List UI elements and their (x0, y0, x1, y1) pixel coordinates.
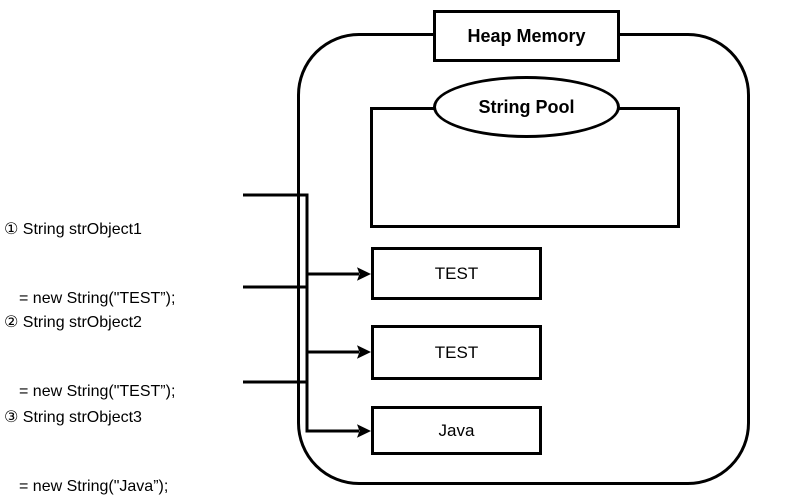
string-pool-label: String Pool (433, 76, 620, 138)
code-label-1: ① String strObject1 = new String("TEST”)… (4, 172, 175, 356)
heap-memory-title: Heap Memory (433, 10, 620, 62)
code-label-3-line2: = new String("Java”); (19, 478, 169, 495)
code-label-3: ③ String strObject3 = new String("Java”)… (4, 360, 168, 500)
code-label-1-line2: = new String("TEST”); (19, 290, 176, 307)
string-object-box-1: TEST (371, 247, 542, 300)
code-label-2-line1: ② String strObject2 (4, 314, 142, 331)
code-label-2-line2: = new String("TEST”); (19, 383, 176, 400)
code-label-2: ② String strObject2 = new String("TEST”)… (4, 265, 175, 449)
code-label-3-line1: ③ String strObject3 (4, 409, 142, 426)
string-object-box-2: TEST (371, 325, 542, 380)
code-label-1-line1: ① String strObject1 (4, 221, 142, 238)
string-object-box-3: Java (371, 406, 542, 455)
